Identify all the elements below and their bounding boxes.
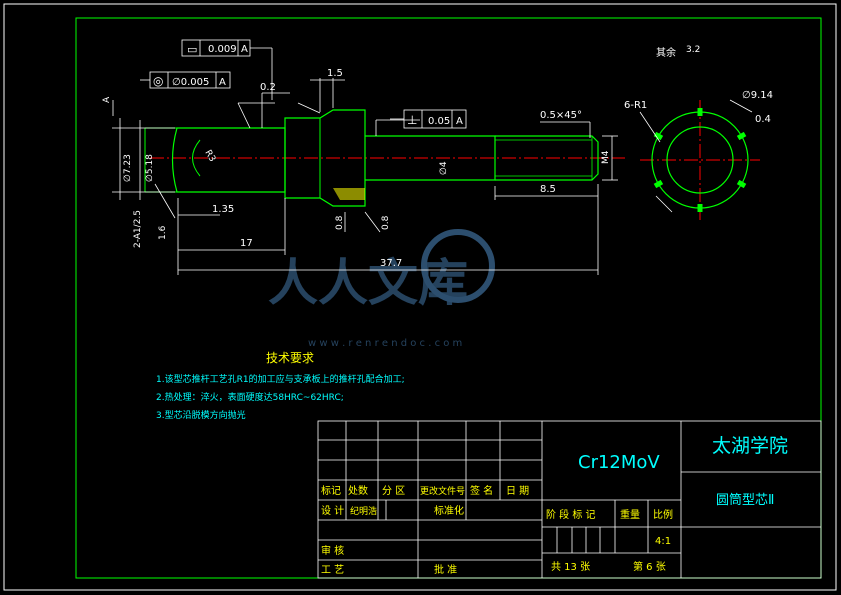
dim-8-5: 8.5 — [540, 184, 556, 195]
process-label: 工 艺 — [321, 564, 344, 576]
flatness-symbol: ▭ — [187, 43, 197, 56]
dimension-lines — [112, 78, 618, 275]
col-sign: 签 名 — [470, 484, 493, 497]
dim-0-8-b: 0.8 — [381, 215, 391, 230]
sheet-number: 第 6 张 — [633, 560, 666, 573]
review-label: 审 核 — [321, 544, 344, 557]
col-count: 处数 — [348, 484, 368, 497]
total-sheets: 共 13 张 — [551, 561, 590, 573]
scale-label: 比例 — [653, 508, 673, 521]
tolerance-frames — [112, 39, 467, 129]
part-name: 圆筒型芯Ⅱ — [716, 492, 774, 508]
roughness-others: 其余 — [656, 46, 676, 59]
watermark: 人人文库 w w w . r e n r e n d o c . c o m — [268, 229, 495, 349]
technical-requirements: 技术要求 1.该型芯推杆工艺孔R1的加工应与支承板上的推杆孔配合加工; 2.热处… — [156, 351, 405, 421]
dim-m4: M4 — [601, 150, 611, 164]
dim-0-8-a: 0.8 — [335, 215, 345, 230]
dim-0-4: 0.4 — [755, 114, 771, 125]
watermark-url: w w w . r e n r e n d o c . c o m — [308, 338, 462, 349]
outer-border — [3, 3, 837, 591]
dim-17: 17 — [240, 238, 253, 249]
standardization-label: 标准化 — [434, 504, 464, 517]
dim-r3: R3 — [202, 149, 217, 164]
concentricity-symbol: ◎ — [153, 74, 163, 88]
designer-name: 纪明浩 — [350, 505, 377, 517]
dim-1-35: 1.35 — [212, 204, 234, 215]
end-view-labels: 6-R1 ∅9.14 0.4 其余 3.2 — [624, 45, 773, 213]
weight-label: 重量 — [620, 508, 640, 521]
dim-chamfer: 0.5×45° — [540, 110, 582, 121]
dim-1-5: 1.5 — [327, 68, 343, 79]
col-zone: 分 区 — [382, 485, 405, 497]
concentricity-value: ∅0.005 — [172, 77, 209, 88]
tech-req-item-3: 3.型芯沿脱模方向抛光 — [156, 409, 246, 421]
end-view-slot — [653, 179, 664, 189]
scale-value: 4:1 — [655, 536, 671, 547]
dim-phi-5-18: ∅5.18 — [145, 154, 155, 182]
dim-phi-7-23: ∅7.23 — [123, 154, 133, 182]
perpendicularity-datum: A — [456, 116, 463, 127]
dim-phi-9-14: ∅9.14 — [742, 90, 773, 101]
dim-2-a1: 2-A1/2.5 — [133, 210, 143, 248]
tech-req-item-1: 1.该型芯推杆工艺孔R1的加工应与支承板上的推杆孔配合加工; — [156, 373, 405, 385]
dim-phi-4: ∅4 — [439, 161, 449, 175]
stage-label: 阶 段 标 记 — [546, 508, 596, 521]
material: Cr12MoV — [578, 452, 660, 473]
col-change-doc: 更改文件号 — [420, 485, 465, 497]
school-name: 太湖学院 — [712, 435, 788, 457]
flatness-datum: A — [241, 44, 248, 55]
dim-0-2: 0.2 — [260, 82, 276, 93]
concentricity-datum: A — [219, 77, 226, 88]
watermark-text: 人人文库 — [268, 254, 468, 312]
tech-req-title: 技术要求 — [266, 351, 314, 365]
perpendicularity-symbol: ⊥ — [407, 113, 417, 127]
datum-a-label: A — [102, 96, 112, 103]
end-view-slot — [736, 131, 747, 141]
tech-req-item-2: 2.热处理：淬火，表面硬度达58HRC~62HRC; — [156, 391, 344, 403]
end-view-slot — [653, 131, 664, 141]
roughness-value: 3.2 — [686, 45, 700, 55]
dim-6-r1: 6-R1 — [624, 100, 647, 111]
col-mark: 标记 — [321, 485, 341, 497]
dim-37-7: 37.7 — [380, 258, 402, 269]
title-block — [317, 420, 822, 579]
design-label: 设 计 — [321, 504, 344, 517]
approve-label: 批 准 — [434, 563, 457, 576]
col-date: 日 期 — [506, 485, 529, 497]
end-view-slot — [736, 179, 747, 189]
dimension-texts: 0.009 A ▭ ◎ ∅0.005 A ⊥ 0.05 A 1.5 0.2 0.… — [102, 43, 611, 269]
part-side-view — [144, 109, 625, 207]
title-block-texts: Cr12MoV 太湖学院 圆筒型芯Ⅱ 标记 处数 分 区 更改文件号 签 名 日… — [321, 435, 788, 576]
flatness-tolerance: 0.009 — [208, 44, 237, 55]
part-end-view — [640, 100, 760, 220]
perpendicularity-value: 0.05 — [428, 116, 450, 127]
dim-1-6: 1.6 — [158, 225, 168, 240]
